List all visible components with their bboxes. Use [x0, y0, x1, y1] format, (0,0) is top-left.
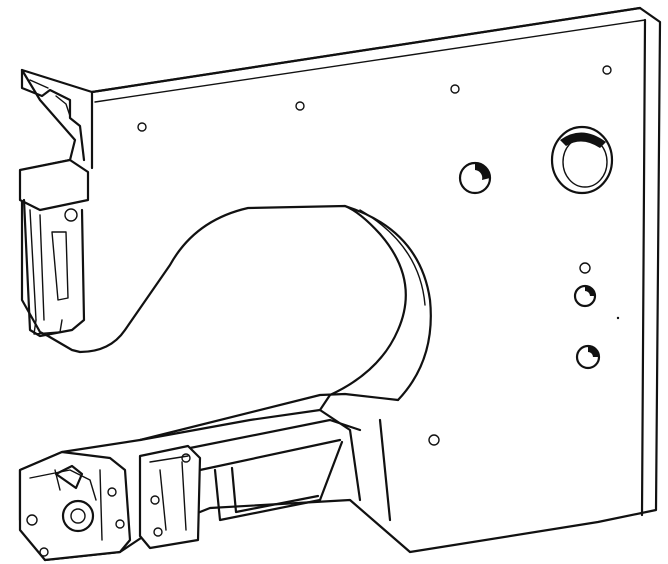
lower-head-bore — [61, 499, 95, 533]
c-frame-outline — [18, 6, 662, 562]
face-hole-2 — [295, 101, 305, 111]
lower-head-clamp — [54, 464, 84, 490]
mid-bracket-hole-b — [153, 527, 163, 537]
throat-inner-shading — [359, 209, 426, 306]
right-small-hole — [579, 262, 591, 274]
right-front-edge — [640, 18, 647, 517]
throat-back-curve — [343, 204, 432, 402]
right-mid-hole-shadow — [585, 286, 595, 296]
lower-head-hole-a — [26, 514, 38, 526]
upper-bracket-bolt — [64, 208, 78, 222]
upper-arm-lip-detail — [29, 79, 71, 117]
lower-arm-right-wall — [318, 408, 392, 522]
upper-arm-left-lip — [20, 68, 86, 162]
large-bore-shadow — [560, 132, 606, 148]
lower-arm-web — [178, 418, 362, 472]
lower-mid-bracket — [138, 444, 202, 550]
right-lower-hole-shadow — [588, 346, 599, 357]
lower-head-bore-inner — [70, 508, 86, 524]
lower-head-hole-d — [115, 519, 125, 529]
large-bore — [550, 125, 614, 195]
upper-bracket-slot — [29, 209, 69, 321]
upper-bracket-block — [18, 158, 90, 212]
top-face-front-edge — [90, 6, 642, 94]
mid-bracket-hole-c — [181, 453, 191, 463]
upper-bracket-lower-tab — [33, 319, 63, 335]
lower-arm-channel — [213, 440, 344, 522]
mid-bracket-hole-a — [150, 495, 160, 505]
top-face-inner-edge — [94, 19, 646, 103]
medium-bore-shadow — [475, 163, 490, 180]
lower-face-hole — [428, 434, 440, 446]
lower-head-hole-b — [39, 547, 49, 557]
face-hole-4 — [602, 65, 612, 75]
face-hole-3 — [450, 84, 460, 94]
face-hole-1 — [137, 122, 147, 132]
lower-head-hole-c — [107, 487, 117, 497]
speck — [616, 316, 620, 320]
lower-arm-top-edge — [138, 392, 400, 442]
